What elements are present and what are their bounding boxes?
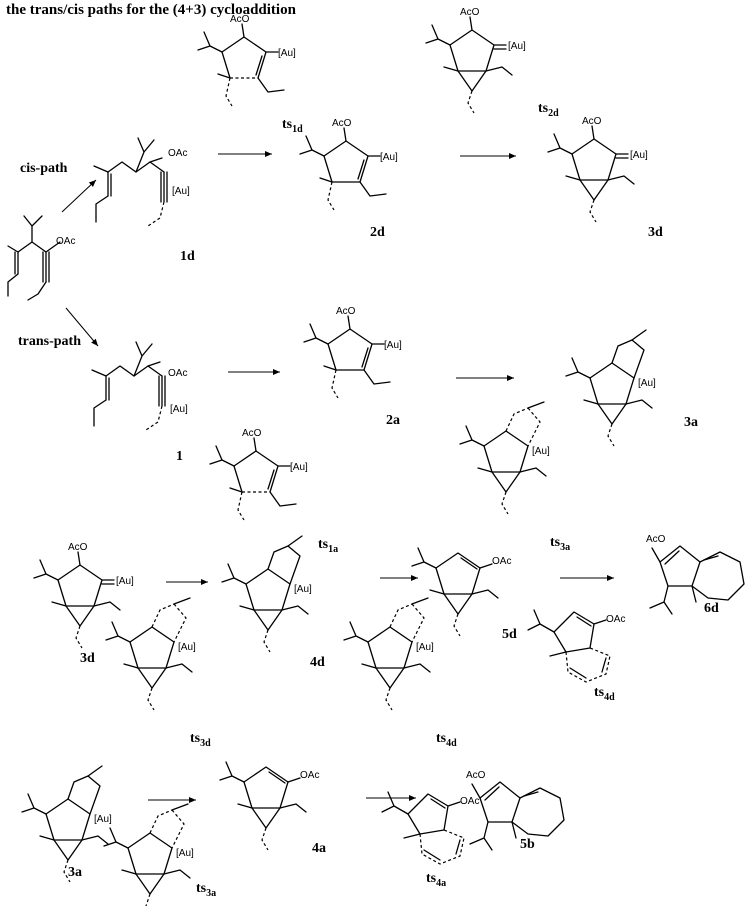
arrow-start-to-trans: [65, 307, 99, 347]
structure-ts4d-b: OAc: [527, 609, 625, 683]
svg-text:AcO: AcO: [68, 542, 88, 553]
path-label-cis: cis-path: [20, 161, 68, 176]
svg-text:AcO: AcO: [460, 7, 480, 18]
svg-text:[Au]: [Au]: [94, 814, 112, 825]
svg-text:[Au]: [Au]: [294, 584, 312, 595]
structure-ts3d: [Au]: [105, 597, 196, 711]
structure-3a: [Au]: [565, 329, 656, 447]
structure-row4-3a: [Au]: [21, 765, 112, 883]
svg-text:OAc: OAc: [492, 556, 511, 567]
structure-row3-3d: AcO [Au]: [33, 542, 134, 649]
label-ts1d: ts1d: [282, 117, 303, 135]
svg-text:OAc: OAc: [300, 770, 319, 781]
label-5d: 5d: [502, 627, 517, 642]
label-row4-ts3a: ts3a: [196, 881, 216, 899]
label-2d: 2d: [370, 225, 385, 240]
svg-text:AcO: AcO: [242, 428, 262, 439]
label-ts3d: ts3d: [190, 731, 211, 749]
label-5b: 5b: [520, 837, 535, 852]
structure-2d: AcO [Au]: [299, 118, 398, 211]
label-3a: 3a: [684, 415, 698, 430]
label-ts4a: ts4a: [426, 871, 446, 889]
oac-group: OAc: [56, 236, 75, 247]
label-4a: 4a: [312, 841, 326, 856]
svg-text:AcO: AcO: [582, 116, 602, 127]
structure-ts4a: OAc: [381, 791, 479, 865]
svg-text:[Au]: [Au]: [532, 446, 550, 457]
structure-ts2d: AcO [Au]: [425, 7, 526, 114]
structure-2a: AcO [Au]: [303, 306, 402, 399]
structure-5b: AcO: [466, 770, 565, 851]
structure-ts4d-a: [Au]: [343, 597, 434, 711]
svg-text:[Au]: [Au]: [290, 462, 308, 473]
svg-text:OAc: OAc: [460, 796, 479, 807]
svg-text:[Au]: [Au]: [416, 642, 434, 653]
svg-text:[Au]: [Au]: [638, 378, 656, 389]
svg-text:[Au]: [Au]: [384, 340, 402, 351]
label-ts2d: ts2d: [538, 101, 559, 119]
svg-text:[Au]: [Au]: [630, 150, 648, 161]
label-1d: 1d: [180, 249, 195, 264]
structure-5d: OAc: [411, 547, 511, 637]
svg-text:[Au]: [Au]: [172, 186, 190, 197]
label-1: 1: [176, 449, 183, 464]
label-6d: 6d: [704, 601, 719, 616]
label-row3-3d: 3d: [80, 651, 95, 666]
label-ts4d-a: ts4d: [436, 731, 457, 749]
title: the trans/cis paths for the (4+3) cycloa…: [6, 2, 297, 18]
svg-text:OAc: OAc: [606, 614, 625, 625]
svg-text:AcO: AcO: [336, 306, 356, 317]
svg-text:[Au]: [Au]: [278, 48, 296, 59]
structure-4d: [Au]: [221, 535, 312, 653]
label-3d: 3d: [648, 225, 663, 240]
structure-start: OAc: [7, 215, 75, 301]
structure-1: OAc [Au]: [91, 341, 188, 431]
structure-ts1a: AcO [Au]: [209, 428, 308, 521]
label-2a: 2a: [386, 413, 400, 428]
svg-text:[Au]: [Au]: [116, 576, 134, 587]
structure-3d: AcO [Au]: [547, 116, 648, 223]
svg-text:AcO: AcO: [466, 770, 486, 781]
arrow-start-to-cis: [61, 179, 97, 213]
svg-text:AcO: AcO: [332, 118, 352, 129]
svg-text:[Au]: [Au]: [176, 848, 194, 859]
label-ts1a: ts1a: [318, 537, 338, 555]
label-ts4d-b: ts4d: [594, 685, 615, 703]
svg-text:OAc: OAc: [168, 368, 187, 379]
structure-ts1d: AcO [Au]: [197, 14, 296, 107]
structure-4a: OAc: [219, 761, 319, 851]
label-row4-3a: 3a: [68, 865, 82, 880]
svg-text:[Au]: [Au]: [508, 41, 526, 52]
svg-text:[Au]: [Au]: [380, 152, 398, 163]
structure-1d: OAc [Au]: [93, 137, 190, 227]
path-label-trans: trans-path: [18, 334, 81, 349]
label-ts3a: ts3a: [550, 535, 570, 553]
svg-text:AcO: AcO: [230, 14, 250, 25]
svg-text:OAc: OAc: [168, 148, 187, 159]
structure-6d: AcO: [646, 534, 745, 615]
svg-text:[Au]: [Au]: [170, 404, 188, 415]
label-4d: 4d: [310, 655, 325, 670]
svg-text:[Au]: [Au]: [178, 642, 196, 653]
svg-text:AcO: AcO: [646, 534, 666, 545]
structure-row4-ts3a: [Au]: [103, 803, 194, 906]
structure-ts3a: [Au]: [459, 401, 550, 515]
